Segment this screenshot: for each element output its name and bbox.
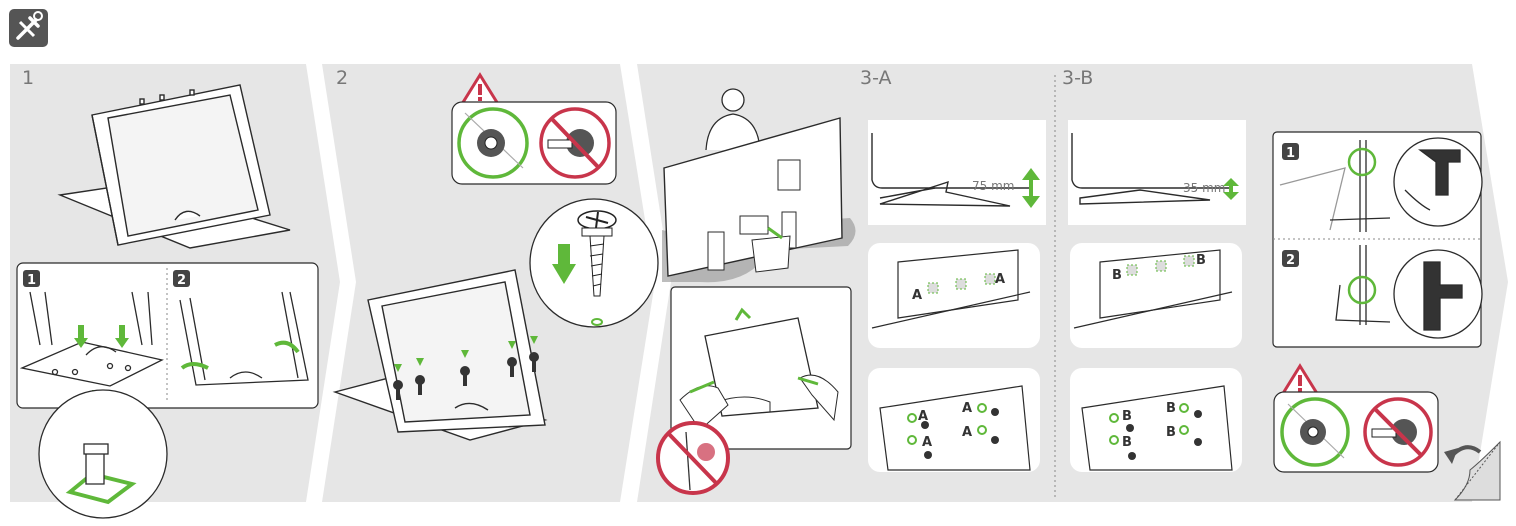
prohibited-icon [656,421,730,495]
bracket-a-illustration [871,249,1031,329]
hole-label-a: A [962,401,972,416]
stand-a-illustration [879,385,1031,471]
tools-icon [9,9,48,47]
tv-75mm-illustration [871,133,1030,207]
step-3b-label: 3-B [1062,67,1093,89]
svg-text:1: 1 [27,273,36,288]
hole-label-b: B [1166,401,1176,416]
tv-35mm-view [1068,120,1246,225]
stand-illustration-1 [57,84,291,249]
green-down-arrow [552,244,576,284]
ok-circle-icon [1280,397,1350,467]
hole-label-a: A [995,272,1005,287]
stand-foot-detail [65,443,137,505]
badge-1: 1 [23,270,40,288]
tv-75mm-view [868,120,1046,225]
green-arrow-left [180,362,209,370]
step-1-panel: 1 1 2 [10,64,340,519]
hole-label-b: B [1122,435,1132,450]
lift-illustration [679,307,839,431]
step-3-panel: 3-A 3-B [637,64,1508,502]
screws [393,336,539,400]
page-turn-icon [1444,440,1501,501]
stand-illustration-2 [332,269,548,441]
substep-1-illustration [19,291,164,387]
green-arrow-right [274,340,300,354]
step-2-label: 2 [336,67,348,89]
hook-step-2 [1335,245,1483,339]
svg-text:2: 2 [177,273,186,288]
height-arrow-75 [1022,168,1040,208]
badge-1: 1 [1282,143,1299,161]
prohibited-icon [1363,397,1433,467]
badge-2: 2 [1282,250,1299,268]
hole-label-b: B [1122,409,1132,424]
hole-label-b: B [1112,268,1122,283]
screw-icon [577,210,617,326]
step-1-label: 1 [22,67,34,89]
height-arrow-35 [1223,178,1239,200]
hole-label-a: A [918,409,928,424]
prohibited-icon [539,107,611,179]
hole-label-a: A [912,288,922,303]
badge-2: 2 [173,270,190,288]
ok-circle-icon [457,107,529,179]
person-tv-illustration [662,88,856,283]
hole-label-b: B [1166,425,1176,440]
svg-text:1: 1 [1286,146,1295,161]
bracket-b-illustration [1073,249,1233,329]
hook-step-1 [1279,137,1483,232]
tv-35mm-illustration [1071,133,1230,205]
measure-35mm: 35 mm [1183,181,1225,195]
svg-text:2: 2 [1286,253,1295,268]
step-2-panel: 2 [322,64,659,502]
stand-b-illustration [1081,385,1233,471]
measure-75mm: 75 mm [972,179,1014,193]
green-arrows-1 [74,325,129,348]
hole-label-a: A [962,425,972,440]
step-3a-label: 3-A [860,67,892,89]
hole-label-a: A [922,435,932,450]
hole-label-b: B [1196,253,1206,268]
